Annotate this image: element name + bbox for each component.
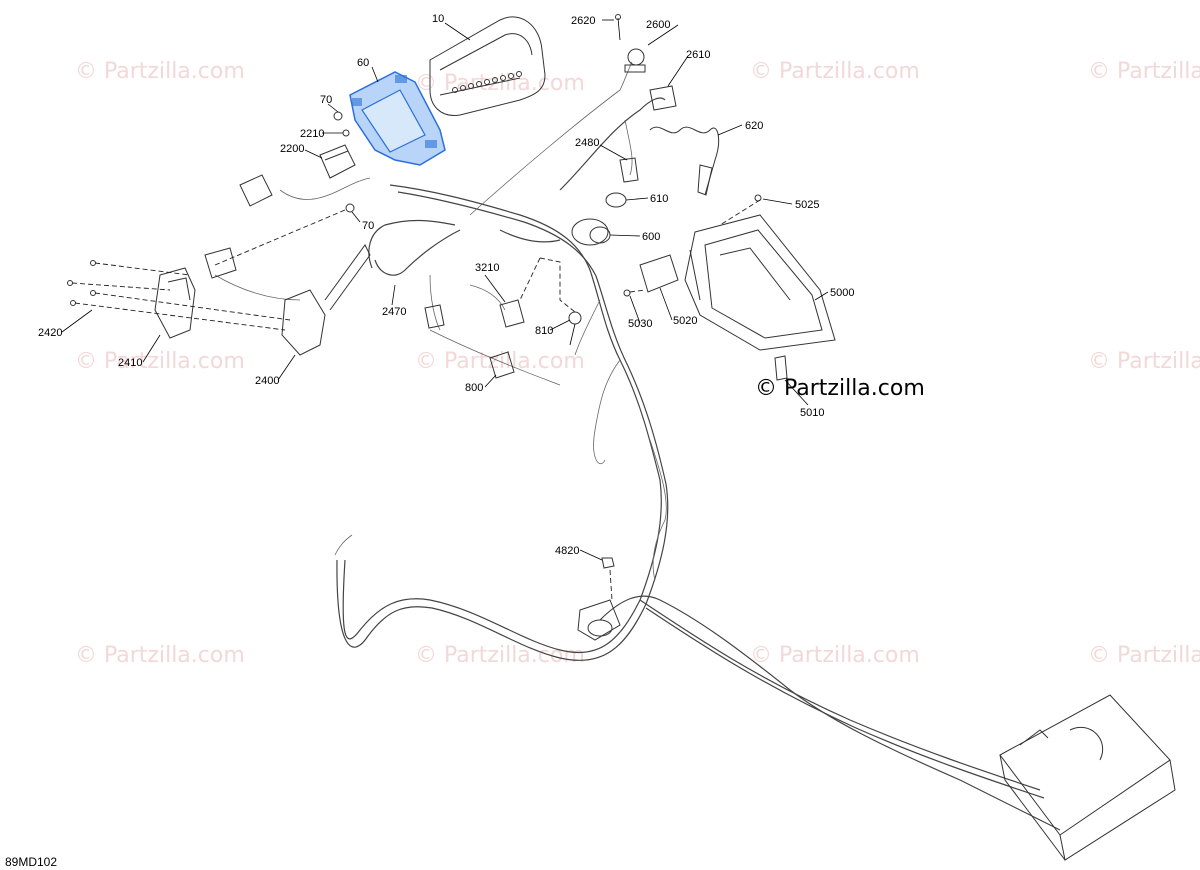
part-label-810[interactable]: 810 <box>535 325 553 337</box>
part-label-2620[interactable]: 2620 <box>571 15 595 27</box>
connector-800[interactable] <box>489 351 515 379</box>
part-label-4820[interactable]: 4820 <box>555 545 579 557</box>
instrument-display[interactable] <box>429 16 546 116</box>
tether-cord-620[interactable] <box>649 126 720 196</box>
screw-2620[interactable] <box>615 14 621 41</box>
part-labels: 10 60 70 2210 2200 70 2620 2600 2610 620… <box>38 13 854 557</box>
bolt-5010[interactable] <box>774 355 788 381</box>
watermark-layer: © Partzilla.com © Partzilla.com © Partzi… <box>75 59 1200 668</box>
assembly-lines <box>71 199 761 601</box>
screws-2420[interactable] <box>67 260 96 306</box>
watermark: © Partzilla.com <box>415 71 585 96</box>
part-label-2470[interactable]: 2470 <box>382 306 406 318</box>
connector-2470[interactable] <box>424 304 445 329</box>
part-label-620[interactable]: 620 <box>745 120 763 132</box>
watermark: © Partzilla.com <box>1088 643 1200 668</box>
nut-4820[interactable] <box>601 557 615 569</box>
part-label-2200[interactable]: 2200 <box>280 143 304 155</box>
sensor-810[interactable] <box>568 311 582 346</box>
leader-lines <box>61 19 829 561</box>
relay-assembly[interactable] <box>577 599 621 641</box>
part-label-5020[interactable]: 5020 <box>673 315 697 327</box>
part-label-600[interactable]: 600 <box>642 231 660 243</box>
connector-2200[interactable] <box>319 144 356 179</box>
screw-2210[interactable] <box>342 129 350 137</box>
nut-5030[interactable] <box>623 289 631 297</box>
part-label-2600[interactable]: 2600 <box>646 19 670 31</box>
part-label-2210[interactable]: 2210 <box>300 128 324 140</box>
screw-5025[interactable] <box>754 194 762 202</box>
part-label-10[interactable]: 10 <box>432 13 444 25</box>
watermark: © Partzilla.com <box>1088 59 1200 84</box>
connector-2480[interactable] <box>619 157 639 183</box>
watermark: © Partzilla.com <box>750 59 920 84</box>
part-label-5000[interactable]: 5000 <box>830 287 854 299</box>
part-label-60[interactable]: 60 <box>357 57 369 69</box>
connector-2400-plug[interactable] <box>204 247 237 279</box>
watermark: © Partzilla.com <box>75 349 245 374</box>
watermark: © Partzilla.com <box>75 59 245 84</box>
screw-70-lower[interactable] <box>345 203 355 213</box>
watermark: © Partzilla.com <box>415 643 585 668</box>
display-bracket-highlighted[interactable] <box>349 71 446 166</box>
part-label-2480[interactable]: 2480 <box>575 137 599 149</box>
part-label-5025[interactable]: 5025 <box>795 199 819 211</box>
display-segment-dots <box>452 71 522 93</box>
connector-3210[interactable] <box>499 299 525 328</box>
control-module-5000[interactable] <box>684 214 836 351</box>
part-label-70[interactable]: 70 <box>362 220 374 232</box>
part-label-2420[interactable]: 2420 <box>38 327 62 339</box>
part-label-70[interactable]: 70 <box>320 94 332 106</box>
bracket-5020[interactable] <box>639 254 679 293</box>
part-label-2400[interactable]: 2400 <box>255 375 279 387</box>
socket-600[interactable] <box>571 218 611 246</box>
part-label-2610[interactable]: 2610 <box>686 49 710 61</box>
watermark: © Partzilla.com <box>750 643 920 668</box>
watermark: © Partzilla.com <box>75 643 245 668</box>
screw-70-upper[interactable] <box>333 111 343 121</box>
brand-mark: © Partzilla.com <box>755 376 925 401</box>
grommet-610[interactable] <box>605 192 627 208</box>
part-label-610[interactable]: 610 <box>650 193 668 205</box>
part-label-5010[interactable]: 5010 <box>800 407 824 419</box>
key-switch-2600[interactable] <box>624 48 646 73</box>
part-label-2410[interactable]: 2410 <box>118 357 142 369</box>
watermark: © Partzilla.com <box>1088 349 1200 374</box>
diagram-code: 89MD102 <box>5 855 57 869</box>
part-label-3210[interactable]: 3210 <box>475 262 499 274</box>
connector-2610[interactable] <box>649 85 677 111</box>
connector-left-harness[interactable] <box>239 174 273 207</box>
part-label-5030[interactable]: 5030 <box>628 318 652 330</box>
main-harness <box>214 61 1061 831</box>
battery-box[interactable] <box>999 694 1176 861</box>
switch-housing-2400[interactable] <box>281 244 371 356</box>
switch-housing-2410[interactable] <box>154 267 196 339</box>
part-label-800[interactable]: 800 <box>465 382 483 394</box>
